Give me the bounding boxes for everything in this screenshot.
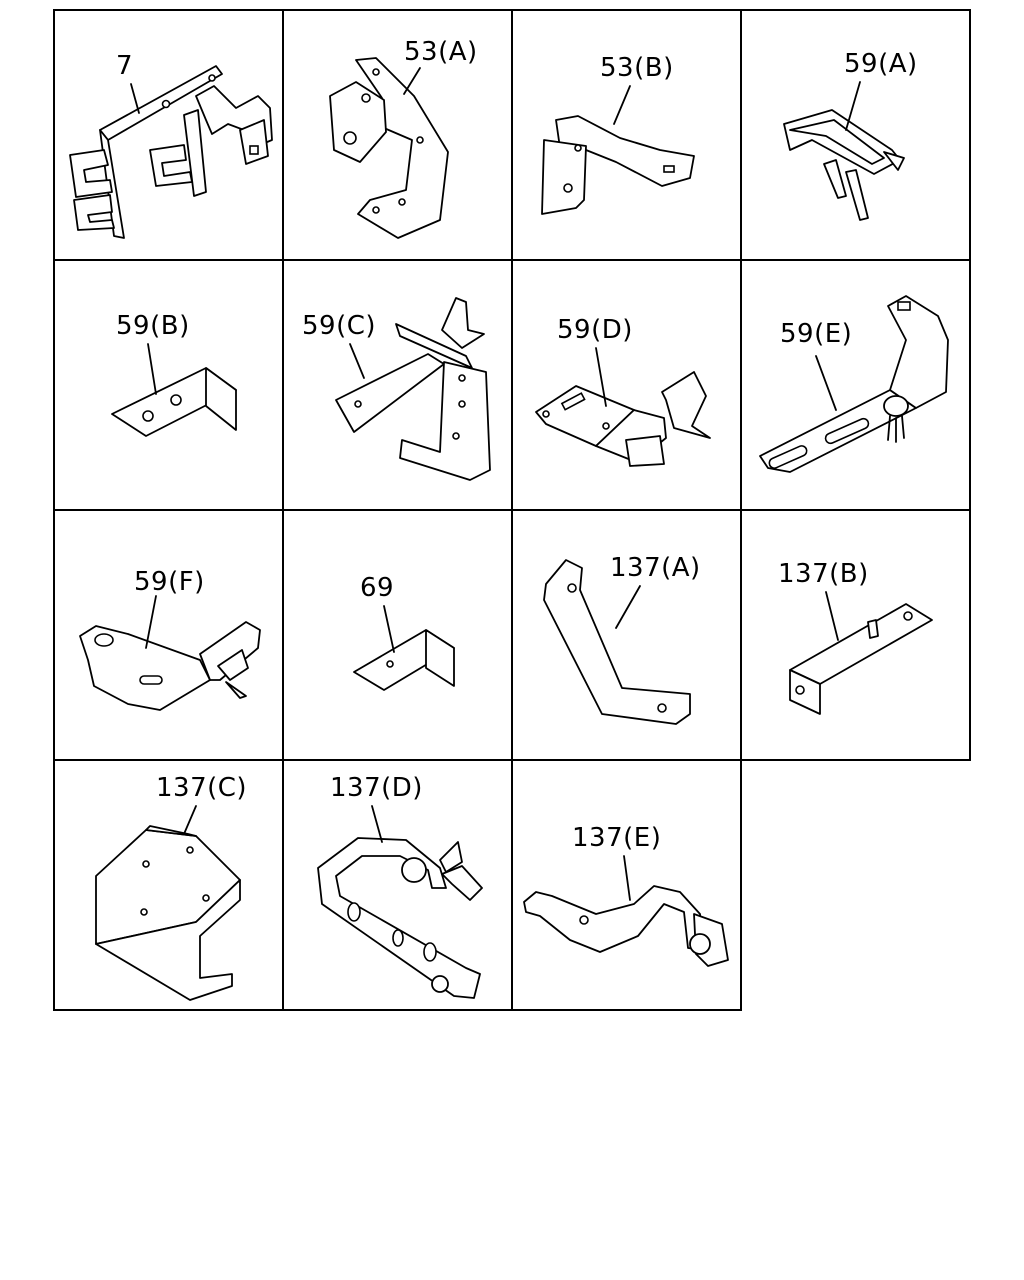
bracket-59f-drawing bbox=[79, 595, 261, 711]
part-label-59a: 59(A) bbox=[844, 49, 918, 79]
cell-part-137b: 137(B) bbox=[740, 509, 971, 761]
part-label-53b: 53(B) bbox=[600, 53, 674, 83]
cell-part-137a: 137(A) bbox=[511, 509, 742, 761]
part-label-137c: 137(C) bbox=[156, 773, 247, 803]
bracket-137c-drawing bbox=[95, 805, 241, 1001]
bracket-137d-drawing bbox=[317, 805, 483, 999]
part-label-59d: 59(D) bbox=[557, 315, 633, 345]
cell-part-137d: 137(D) bbox=[282, 759, 513, 1011]
part-label-137b: 137(B) bbox=[778, 559, 869, 589]
cell-part-59c: 59(C) bbox=[282, 259, 513, 511]
part-label-137d: 137(D) bbox=[330, 773, 423, 803]
part-label-69: 69 bbox=[360, 573, 394, 603]
part-label-59c: 59(C) bbox=[302, 311, 376, 341]
bracket-137b-drawing bbox=[789, 591, 933, 715]
bracket-59d-drawing bbox=[535, 347, 711, 467]
part-label-59e: 59(E) bbox=[780, 319, 852, 349]
cell-part-53a: 53(A) bbox=[282, 9, 513, 261]
part-label-53a: 53(A) bbox=[404, 37, 478, 67]
bracket-53b-drawing bbox=[541, 85, 695, 215]
part-label-59b: 59(B) bbox=[116, 311, 190, 341]
part-label-59f: 59(F) bbox=[134, 567, 205, 597]
bracket-59a-drawing bbox=[783, 81, 905, 221]
cell-part-59b: 59(B) bbox=[53, 259, 284, 511]
bracket-59b-drawing bbox=[111, 343, 237, 437]
cell-part-59a: 59(A) bbox=[740, 9, 971, 261]
cell-part-7: 7 bbox=[53, 9, 284, 261]
cell-part-137c: 137(C) bbox=[53, 759, 284, 1011]
cell-part-53b: 53(B) bbox=[511, 9, 742, 261]
bracket-59c-drawing bbox=[335, 297, 491, 481]
bracket-7-drawing bbox=[69, 65, 273, 239]
bracket-69-drawing bbox=[353, 605, 455, 691]
cell-part-59f: 59(F) bbox=[53, 509, 284, 761]
cell-part-137e: 137(E) bbox=[511, 759, 742, 1011]
cell-part-59e: 59(E) bbox=[740, 259, 971, 511]
part-label-137a: 137(A) bbox=[610, 553, 701, 583]
bracket-137e-drawing bbox=[523, 855, 729, 967]
part-label-137e: 137(E) bbox=[572, 823, 661, 853]
cell-part-69: 69 bbox=[282, 509, 513, 761]
bracket-53a-drawing bbox=[329, 57, 449, 239]
part-label-7: 7 bbox=[116, 51, 133, 81]
bracket-137a-drawing bbox=[543, 559, 691, 725]
cell-part-59d: 59(D) bbox=[511, 259, 742, 511]
bracket-59e-drawing bbox=[759, 295, 949, 473]
